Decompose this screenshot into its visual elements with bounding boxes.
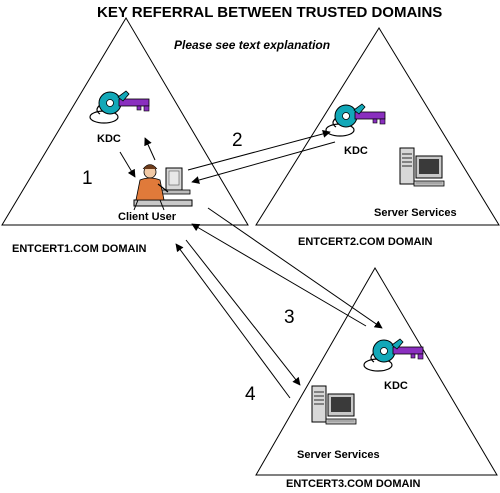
server-computer-icon-3 bbox=[311, 385, 357, 425]
domain-triangle-entcert1 bbox=[1, 17, 249, 226]
step-number-2: 2 bbox=[232, 130, 243, 151]
arrow-step3-from-kdc3 bbox=[191, 223, 367, 327]
client-user-at-desk-icon bbox=[133, 164, 193, 211]
server-services-label-2: Server Services bbox=[374, 207, 457, 219]
kdc-label-3: KDC bbox=[384, 380, 408, 392]
domain-label-entcert1: ENTCERT1.COM DOMAIN bbox=[12, 243, 147, 255]
arrow-step4-to-server3 bbox=[185, 239, 301, 386]
arrow-step1-client-to-kdc bbox=[144, 137, 156, 161]
domain-triangle-entcert3 bbox=[255, 267, 498, 476]
domain-label-entcert2: ENTCERT2.COM DOMAIN bbox=[298, 236, 433, 248]
arrow-step2-from-kdc2 bbox=[191, 141, 336, 184]
arrow-step3-to-kdc3 bbox=[207, 207, 383, 329]
diagram-subtitle: Please see text explanation bbox=[174, 38, 331, 52]
kdc-label-1: KDC bbox=[97, 133, 121, 145]
server-services-label-3: Server Services bbox=[297, 449, 380, 461]
kdc-key-icon-1 bbox=[89, 90, 150, 124]
diagram-title: KEY REFERRAL BETWEEN TRUSTED DOMAINS bbox=[97, 4, 443, 21]
step-number-3: 3 bbox=[284, 307, 295, 328]
kdc-label-2: KDC bbox=[344, 145, 368, 157]
step-number-1: 1 bbox=[82, 168, 93, 189]
arrow-step4-from-server3 bbox=[175, 243, 291, 399]
kdc-key-icon-3 bbox=[363, 338, 424, 372]
step-number-4: 4 bbox=[245, 384, 256, 405]
arrow-step2-to-kdc2 bbox=[187, 129, 331, 171]
domain-label-entcert3: ENTCERT3.COM DOMAIN bbox=[286, 478, 421, 490]
server-computer-icon-2 bbox=[399, 147, 445, 187]
arrow-step1-kdc-to-client bbox=[119, 151, 136, 178]
domain-triangle-entcert2 bbox=[255, 27, 500, 226]
client-user-label: Client User bbox=[118, 211, 177, 223]
kdc-key-icon-2 bbox=[325, 103, 386, 137]
